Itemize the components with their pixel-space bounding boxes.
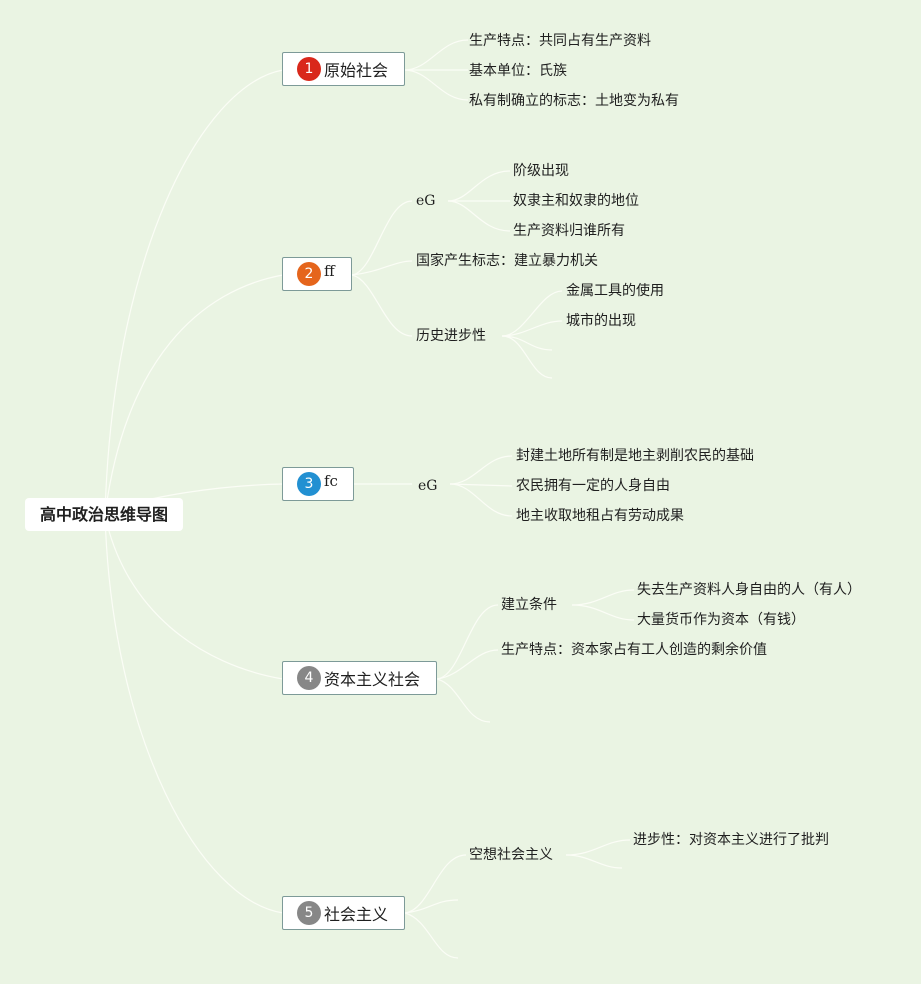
connector-b4-extra [436, 678, 491, 723]
node-utopian-progress[interactable]: 进步性：对资本主义进行了批判 [633, 832, 829, 848]
node-b1-feature[interactable]: 生产特点：共同占有生产资料 [469, 33, 651, 49]
node-prog-city[interactable]: 城市的出现 [566, 313, 636, 329]
branch-ff[interactable]: 2 ff [282, 257, 352, 291]
node-b3-eg[interactable]: eG [418, 478, 438, 494]
badge-1-icon: 1 [297, 57, 321, 81]
node-eg3-rent[interactable]: 地主收取地租占有劳动成果 [516, 508, 684, 524]
root-topic[interactable]: 高中政治思维导图 [25, 498, 183, 531]
node-eg2-ownership[interactable]: 生产资料归谁所有 [513, 223, 625, 239]
node-b1-unit[interactable]: 基本单位：氏族 [469, 63, 567, 79]
connector-b5-utopian [404, 854, 467, 914]
connector-b2-progress [351, 274, 413, 337]
connector-cond-c1 [571, 589, 635, 606]
connector-utopian-c1 [565, 839, 631, 856]
badge-2-icon: 2 [297, 262, 321, 286]
connector-eg3-c1 [449, 455, 513, 485]
branch-socialism[interactable]: 5 社会主义 [282, 896, 405, 930]
connector-b4-cond [436, 604, 499, 680]
connector-root-b4 [104, 514, 284, 680]
node-eg3-basis[interactable]: 封建土地所有制是地主剥削农民的基础 [516, 448, 754, 464]
connector-b4-feature [436, 649, 499, 680]
node-b4-conditions[interactable]: 建立条件 [501, 597, 557, 613]
node-eg2-class[interactable]: 阶级出现 [513, 163, 569, 179]
connector-cond-c2 [571, 604, 635, 621]
branch-primitive-society[interactable]: 1 原始社会 [282, 52, 405, 86]
badge-5-icon: 5 [297, 901, 321, 925]
branch-label: 原始社会 [324, 61, 389, 80]
connector-prog-c4 [501, 335, 553, 379]
connector-utopian-c2 [565, 854, 623, 869]
node-eg2-status[interactable]: 奴隶主和奴隶的地位 [513, 193, 639, 209]
node-b4-feature[interactable]: 生产特点：资本家占有工人创造的剩余价值 [501, 642, 767, 658]
connector-root-b1 [104, 69, 284, 516]
connector-eg3-c3 [449, 483, 513, 517]
node-eg3-freedom[interactable]: 农民拥有一定的人身自由 [516, 478, 670, 494]
node-prog-metal[interactable]: 金属工具的使用 [566, 283, 664, 299]
badge-4-icon: 4 [297, 666, 321, 690]
connector-prog-c2 [501, 320, 563, 337]
connector-root-b2 [104, 274, 284, 516]
node-b2-state[interactable]: 国家产生标志：建立暴力机关 [416, 253, 598, 269]
connector-b5-extra2 [404, 912, 459, 959]
connector-b2-state [351, 260, 413, 276]
connector-eg2-c3 [447, 200, 511, 232]
connector-b2-eg [351, 200, 413, 276]
connector-b1-c3 [403, 69, 469, 101]
connector-root-b5 [104, 514, 284, 914]
branch-label: fc [324, 472, 338, 490]
connector-b1-c1 [403, 39, 469, 71]
node-b1-private[interactable]: 私有制确立的标志：土地变为私有 [469, 93, 679, 109]
branch-label: ff [324, 262, 335, 280]
branch-label: 社会主义 [324, 905, 389, 924]
connector-prog-c1 [501, 290, 563, 337]
connector-b5-extra1 [404, 899, 459, 914]
node-b2-progress[interactable]: 历史进步性 [416, 328, 486, 344]
branch-label: 资本主义社会 [324, 670, 421, 689]
node-b5-utopian[interactable]: 空想社会主义 [469, 847, 553, 863]
badge-3-icon: 3 [297, 472, 321, 496]
node-cond-money[interactable]: 大量货币作为资本（有钱） [637, 612, 805, 628]
branch-fc[interactable]: 3 fc [282, 467, 354, 501]
node-cond-people[interactable]: 失去生产资料人身自由的人（有人） [637, 582, 861, 598]
branch-capitalist-society[interactable]: 4 资本主义社会 [282, 661, 437, 695]
node-b2-eg[interactable]: eG [416, 193, 436, 209]
connector-eg3-c2 [449, 483, 513, 487]
connector-eg2-c1 [447, 170, 511, 202]
